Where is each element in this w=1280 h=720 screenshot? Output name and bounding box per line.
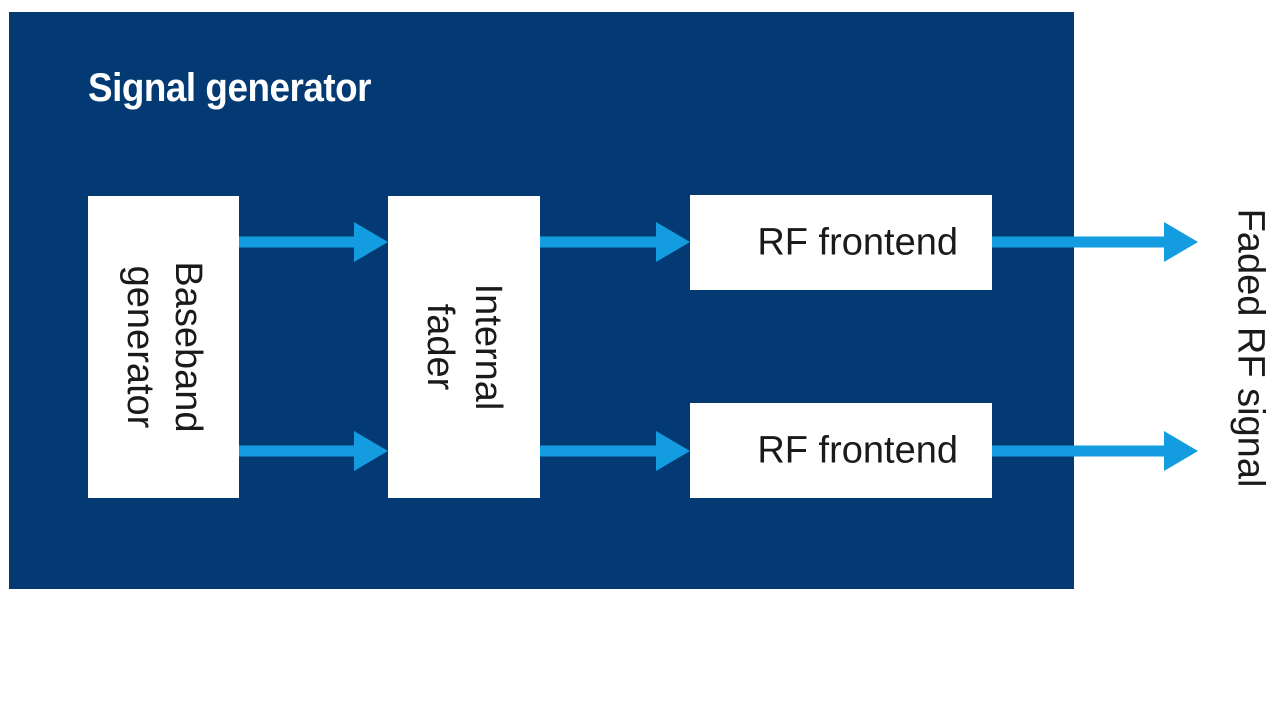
internal-fader-label: Internal fader bbox=[416, 284, 512, 411]
rf-frontend-block-1: RF frontend bbox=[690, 195, 992, 290]
internal-fader-block: Internal fader bbox=[388, 196, 540, 498]
fader-label-line2: fader bbox=[419, 303, 461, 391]
baseband-label-line2: generator bbox=[118, 265, 161, 429]
rf-frontend-label-1: RF frontend bbox=[757, 221, 958, 263]
baseband-label-line1: Baseband bbox=[166, 261, 209, 433]
faded-rf-signal-label: Faded RF signal bbox=[1229, 208, 1272, 488]
baseband-generator-block: Baseband generator bbox=[88, 196, 239, 498]
rf-frontend-block-2: RF frontend bbox=[690, 403, 992, 498]
panel-title: Signal generator bbox=[88, 66, 372, 110]
fader-label-line1: Internal bbox=[467, 283, 509, 411]
baseband-generator-label: Baseband generator bbox=[116, 261, 212, 432]
rf-frontend-label-2: RF frontend bbox=[757, 429, 958, 471]
